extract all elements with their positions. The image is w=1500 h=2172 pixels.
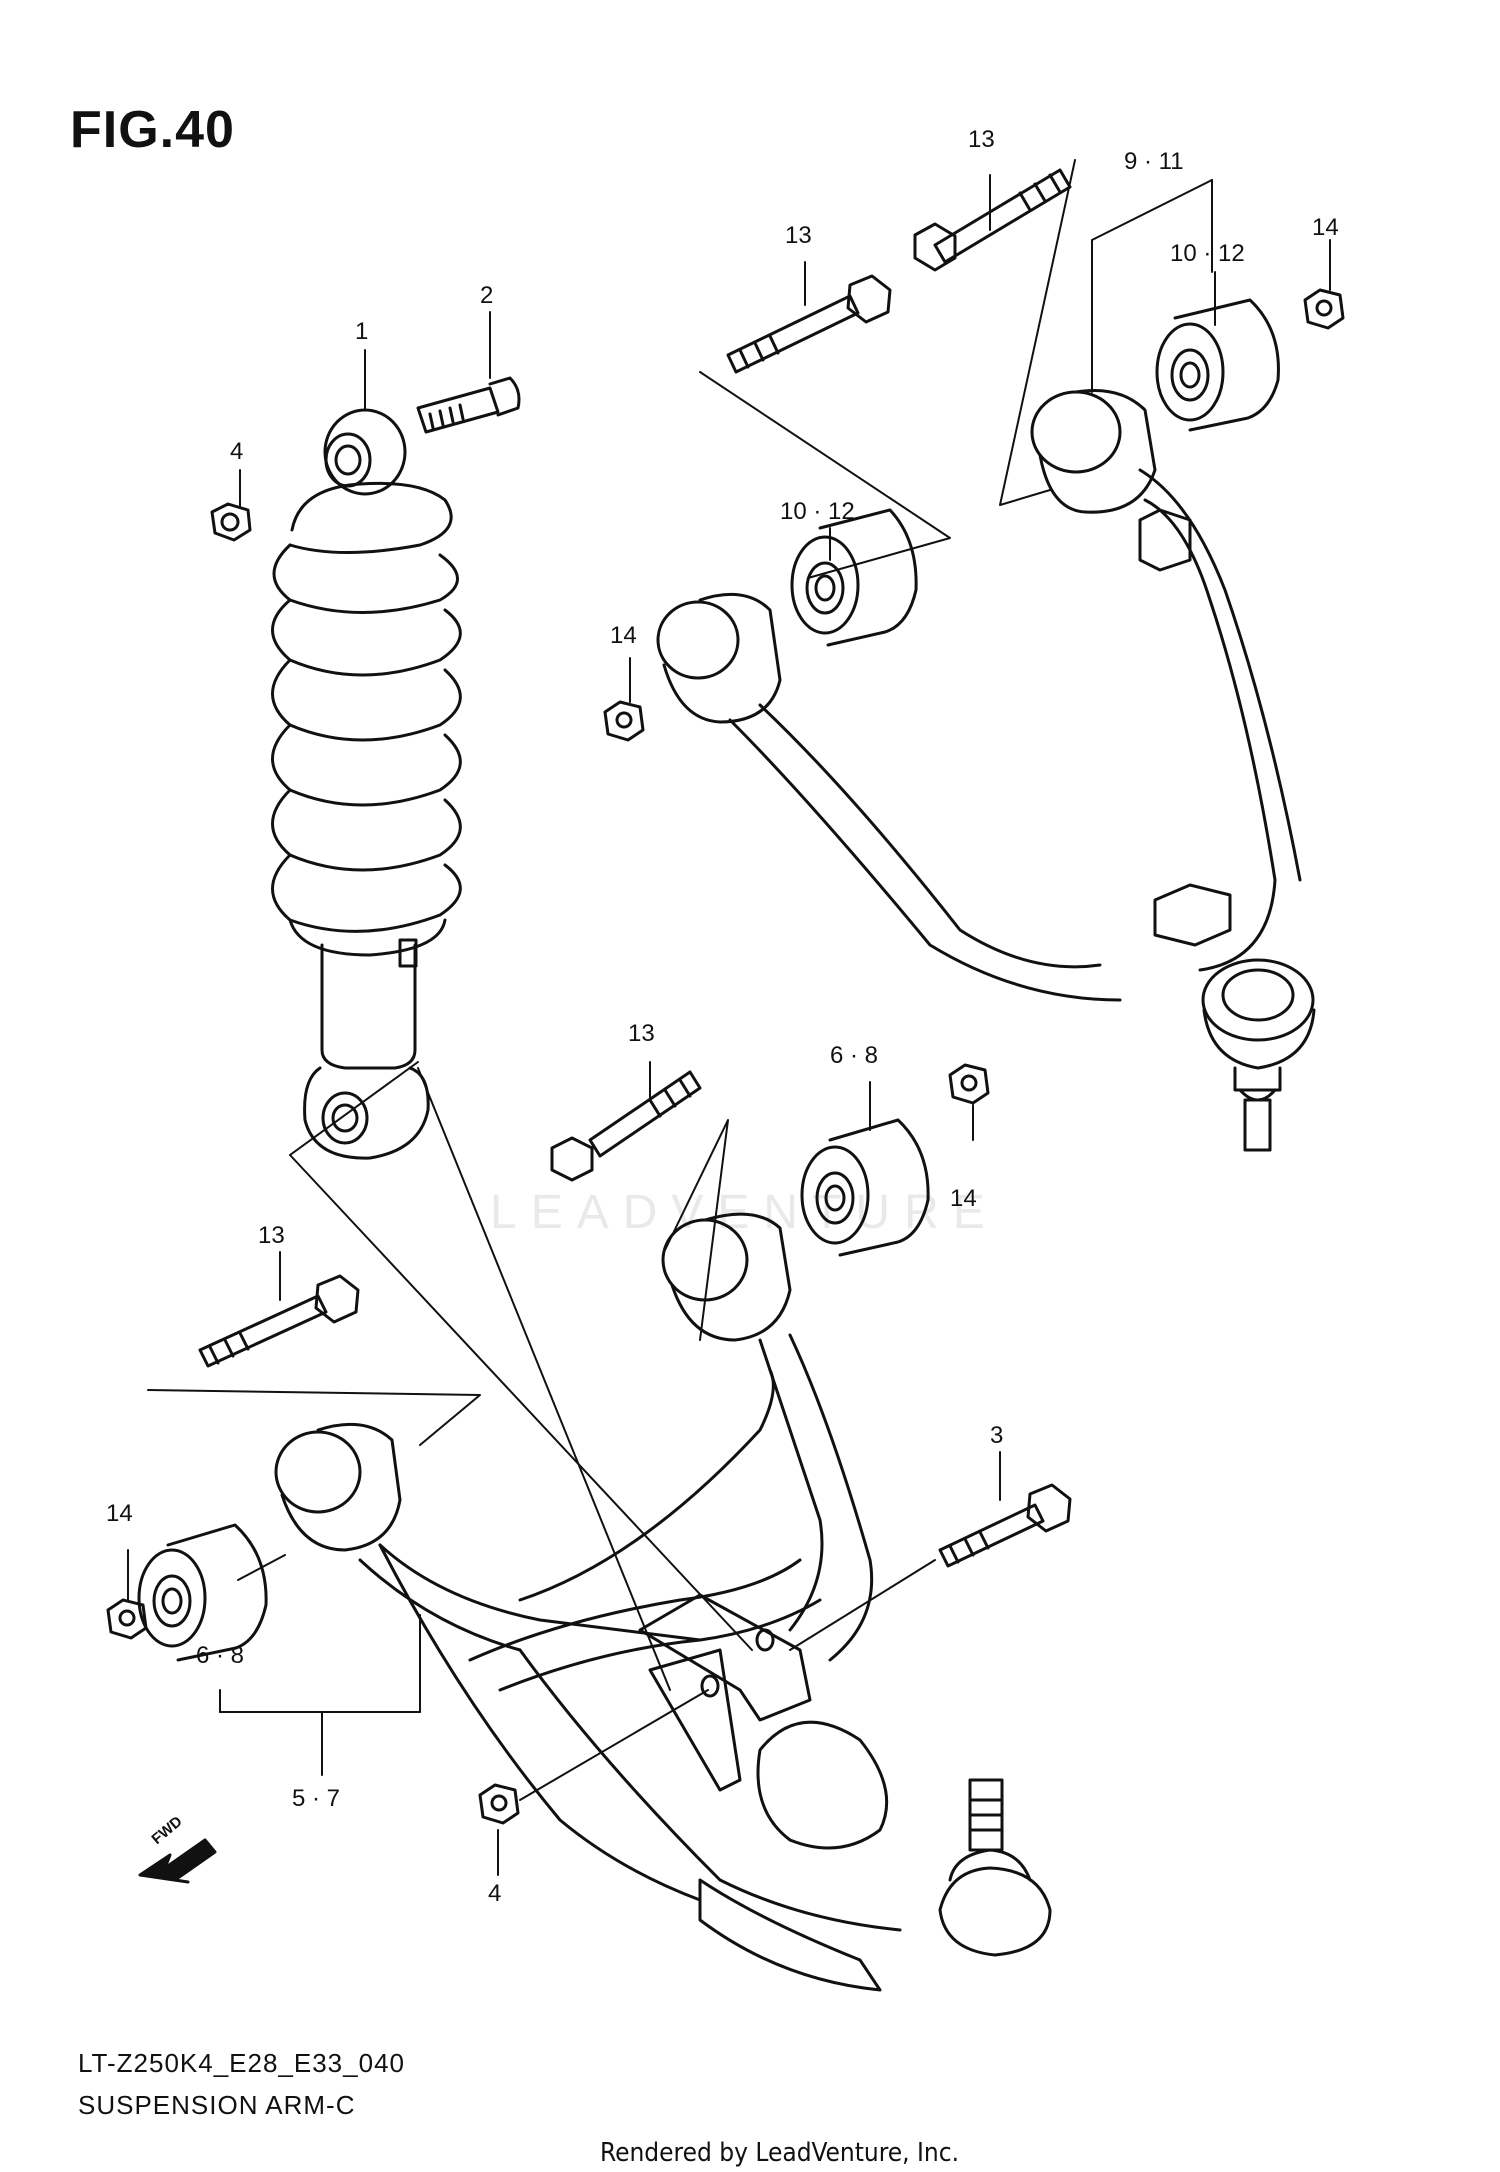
callout-13-top: 13 xyxy=(968,126,995,153)
callout-9-11: 9 · 11 xyxy=(1124,148,1184,175)
callout-13-upper-left: 13 xyxy=(785,222,812,249)
bushing-10-12-rear[interactable] xyxy=(1155,298,1280,432)
callout-4-top: 4 xyxy=(230,438,244,465)
leadventure-watermark: LEADVENTURE xyxy=(490,1186,999,1239)
bolt-3[interactable] xyxy=(938,1483,1072,1568)
callout-10-12-front: 10 · 12 xyxy=(780,498,855,525)
callout-14-lower-left: 14 xyxy=(106,1500,133,1527)
callout-3: 3 xyxy=(990,1422,1004,1449)
lower-control-arm[interactable] xyxy=(274,1212,1052,1992)
nut-14-lower-left[interactable] xyxy=(106,1598,148,1640)
bolt-2[interactable] xyxy=(416,376,521,434)
bolt-13-lower-front[interactable] xyxy=(550,1070,702,1182)
callout-10-12-rear: 10 · 12 xyxy=(1170,240,1245,267)
nut-14-lower-right[interactable] xyxy=(948,1063,990,1105)
bushing-6-8-rear[interactable] xyxy=(137,1523,268,1662)
callout-4-lower: 4 xyxy=(488,1880,502,1907)
bolt-13-upper-rear[interactable] xyxy=(913,168,1072,272)
callout-2: 2 xyxy=(480,282,494,309)
nut-14-upper-left[interactable] xyxy=(603,700,645,742)
leader-lines xyxy=(127,159,1331,1876)
callout-6-8-rear: 6 · 8 xyxy=(196,1642,245,1669)
section-title: SUSPENSION ARM-C xyxy=(78,2090,356,2120)
bolt-13-upper-front[interactable] xyxy=(726,274,892,374)
figure-title: FIG.40 xyxy=(70,101,235,159)
callout-5-7: 5 · 7 xyxy=(292,1785,341,1812)
model-code: LT-Z250K4_E28_E33_040 xyxy=(78,2048,405,2078)
callout-13-lower-rear: 13 xyxy=(258,1222,285,1249)
callout-14-upper-right: 14 xyxy=(1312,214,1339,241)
bushing-10-12-front[interactable] xyxy=(790,508,918,647)
nut-4-lower[interactable] xyxy=(478,1783,520,1825)
callout-14-lower-right: 14 xyxy=(950,1185,977,1212)
nut-14-upper-right[interactable] xyxy=(1303,288,1345,330)
fwd-arrow-icon xyxy=(138,1838,217,1884)
bushing-6-8-front[interactable] xyxy=(800,1118,930,1257)
callout-6-8-front: 6 · 8 xyxy=(830,1042,879,1069)
rendered-by-credit: Rendered by LeadVenture, Inc. xyxy=(600,2138,960,2168)
nut-4-top[interactable] xyxy=(210,502,252,542)
upper-control-arm[interactable] xyxy=(656,388,1316,1152)
callout-1: 1 xyxy=(355,318,369,345)
shock-absorber[interactable] xyxy=(271,408,462,1160)
callout-13-lower-front: 13 xyxy=(628,1020,655,1047)
callout-14-upper-left: 14 xyxy=(610,622,637,649)
bolt-13-lower-rear[interactable] xyxy=(198,1274,360,1368)
